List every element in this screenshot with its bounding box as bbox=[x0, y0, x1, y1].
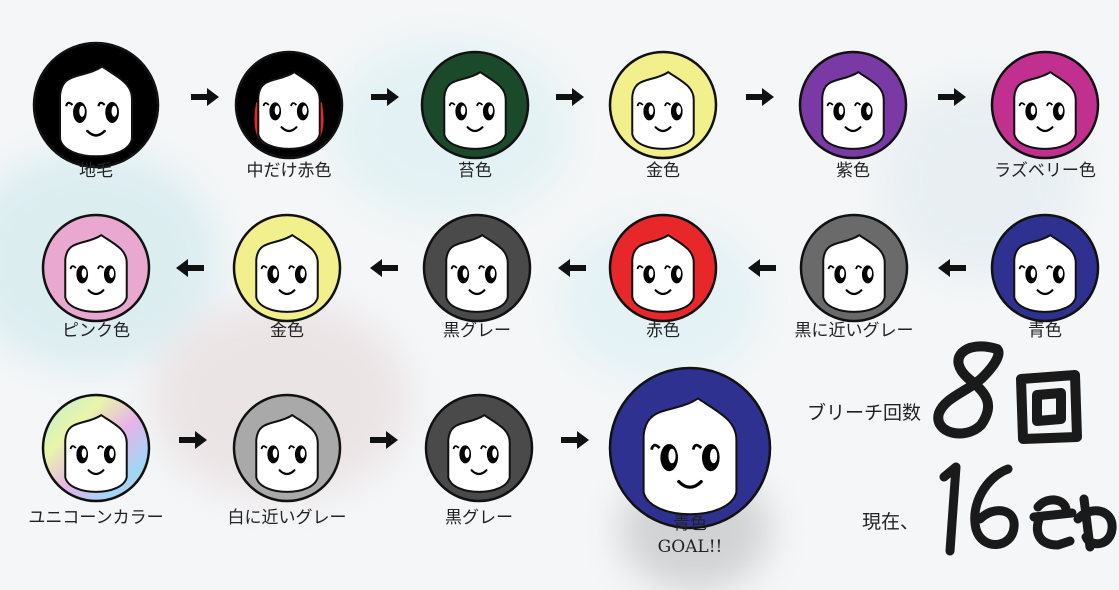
arrow-left-icon bbox=[174, 258, 206, 282]
hair-color-label: 苔色 bbox=[458, 161, 492, 181]
hair-face-2 bbox=[232, 48, 346, 162]
hair-color-label: 青色 bbox=[673, 514, 707, 534]
arrow-left-icon bbox=[368, 258, 400, 282]
hair-face-14 bbox=[230, 391, 344, 505]
hair-color-label: 中だけ赤色 bbox=[246, 161, 332, 181]
hair-color-label: 黒グレー bbox=[443, 321, 511, 341]
hair-color-label: 黒に近いグレー bbox=[794, 321, 914, 341]
hair-face-4 bbox=[606, 48, 720, 162]
face bbox=[64, 233, 128, 313]
mouth bbox=[87, 469, 105, 476]
hair-face-9 bbox=[420, 211, 534, 325]
hair-face-16 bbox=[606, 364, 774, 532]
arrow-left-icon bbox=[936, 258, 968, 282]
handwritten-bleach-count bbox=[933, 341, 1082, 444]
arrow-right-icon bbox=[368, 430, 400, 454]
hair-color-label: 白に近いグレー bbox=[227, 508, 347, 528]
hair-face-3 bbox=[418, 48, 532, 162]
hair-color-label: ラズベリー色 bbox=[994, 161, 1096, 181]
mouth bbox=[844, 126, 862, 133]
hair-face-13 bbox=[39, 391, 153, 505]
arrow-left-icon bbox=[556, 258, 588, 282]
arrow-right-icon bbox=[369, 87, 401, 111]
hair-face-8 bbox=[230, 211, 344, 325]
mouth bbox=[677, 480, 703, 489]
face bbox=[255, 413, 319, 493]
face bbox=[1013, 70, 1077, 150]
arrow-left-icon bbox=[746, 258, 778, 282]
hair-face-15 bbox=[422, 391, 536, 505]
face bbox=[631, 233, 695, 313]
face bbox=[1013, 233, 1077, 313]
hair-color-label: 黒グレー bbox=[445, 508, 513, 528]
mouth bbox=[468, 289, 486, 296]
handwritten-current-count bbox=[939, 462, 1117, 556]
arrow-right-icon bbox=[744, 87, 776, 111]
face bbox=[821, 70, 885, 150]
mouth bbox=[278, 289, 296, 296]
mouth bbox=[1036, 289, 1054, 296]
hair-face-7 bbox=[39, 211, 153, 325]
face bbox=[447, 413, 511, 493]
hair-face-12 bbox=[988, 211, 1102, 325]
arrow-right-icon bbox=[554, 87, 586, 111]
goal-label: GOAL!! bbox=[657, 537, 723, 557]
face bbox=[255, 233, 319, 313]
face bbox=[642, 397, 738, 516]
mouth bbox=[278, 469, 296, 476]
hair-color-label: 赤色 bbox=[646, 321, 680, 341]
arrow-right-icon bbox=[559, 430, 591, 454]
arrow-right-icon bbox=[936, 87, 968, 111]
arrow-right-icon bbox=[177, 430, 209, 454]
hair-color-label: 紫色 bbox=[836, 161, 870, 181]
face bbox=[443, 70, 507, 150]
bleach-count-label: ブリーチ回数 bbox=[807, 402, 922, 424]
face bbox=[631, 70, 695, 150]
face bbox=[822, 233, 886, 313]
mouth bbox=[87, 289, 105, 296]
hair-color-label: 金色 bbox=[270, 321, 304, 341]
mouth bbox=[466, 126, 484, 133]
face bbox=[257, 70, 321, 150]
hair-color-label: 青色 bbox=[1028, 321, 1062, 341]
face bbox=[64, 413, 128, 493]
face bbox=[445, 233, 509, 313]
hair-color-label: 地毛 bbox=[79, 161, 113, 181]
hair-face-6 bbox=[988, 48, 1102, 162]
hair-face-11 bbox=[797, 211, 911, 325]
hair-color-label: 金色 bbox=[646, 161, 680, 181]
mouth bbox=[654, 126, 672, 133]
arrow-right-icon bbox=[189, 87, 221, 111]
hair-face-1 bbox=[30, 39, 162, 171]
hair-face-10 bbox=[606, 211, 720, 325]
hair-face-5 bbox=[796, 48, 910, 162]
mouth bbox=[845, 289, 863, 296]
mouth bbox=[280, 126, 298, 133]
face bbox=[59, 65, 133, 158]
mouth bbox=[654, 289, 672, 296]
hair-color-label: ピンク色 bbox=[62, 321, 130, 341]
current-count-label: 現在、 bbox=[862, 511, 920, 533]
mouth bbox=[86, 129, 106, 137]
hair-color-label: ユニコーンカラー bbox=[28, 508, 164, 528]
mouth bbox=[470, 469, 488, 476]
mouth bbox=[1036, 126, 1054, 133]
